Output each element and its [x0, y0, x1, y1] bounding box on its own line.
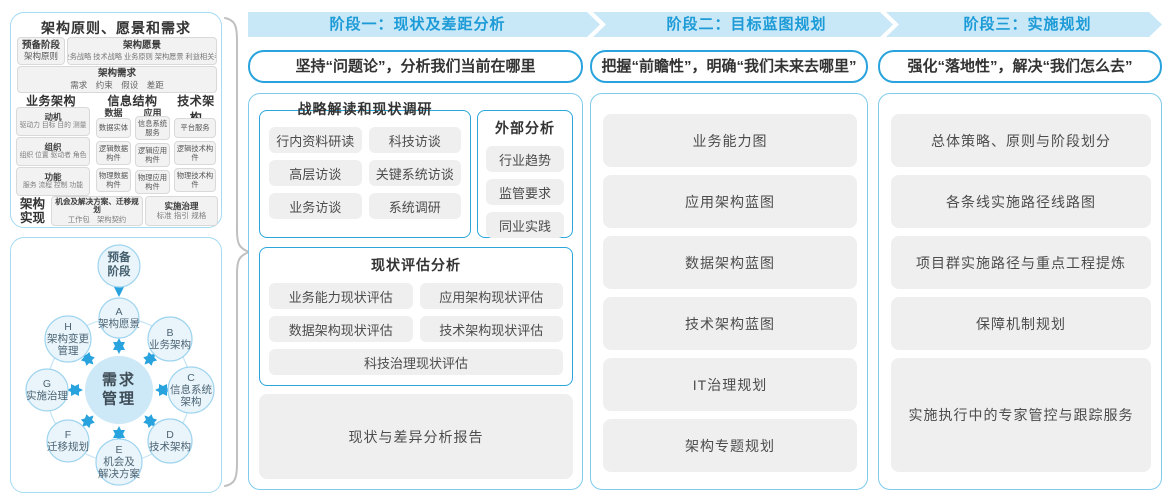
node-G-circle — [25, 368, 69, 412]
node-D-circle — [147, 418, 193, 464]
function-box: 功能 服务 流程 控制 功能 — [16, 167, 90, 196]
motivation-box: 动机 驱动力 目标 目的 测量 — [16, 107, 90, 136]
phase2-item: 应用架构蓝图 — [603, 175, 857, 228]
adm-cycle-graphic — [25, 244, 215, 486]
information-structure-header: 信息结构 — [107, 94, 158, 108]
vision-title: 架构愿景 — [122, 40, 161, 52]
adm-cycle-panel: 预备 阶段 需求 管理 A 架构愿景 B 业务架构 C 信息系统 架构 D 技术… — [10, 237, 222, 493]
assessment-item: 技术架构现状评估 — [419, 316, 563, 342]
phase3-item: 项目群实施路径与重点工程提炼 — [891, 236, 1151, 289]
prep-phase-line1: 预备阶段 — [21, 39, 60, 51]
function-detail: 服务 流程 控制 功能 — [22, 182, 84, 190]
application-subheader: 应用 — [143, 108, 162, 118]
assessment-title: 现状评估分析 — [371, 257, 461, 273]
assessment-item: 科技治理现状评估 — [269, 349, 563, 375]
phase3-column: 总体策略、原则与阶段划分 各条线实施路径线路图 项目群实施路径与重点工程提炼 保… — [878, 93, 1162, 490]
logical-data-cell: 逻辑数据构件 — [96, 141, 131, 165]
phase2-item: IT治理规划 — [603, 358, 857, 411]
phase2-item: 数据架构蓝图 — [603, 236, 857, 289]
arrow-center-B — [143, 351, 158, 366]
vision-detail: 业务战略 技术战略 业务原则 架构愿景 利益相关者 — [67, 52, 217, 62]
phase3-item: 实施执行中的专家管控与跟踪服务 — [891, 358, 1151, 472]
logical-app-cell: 逻辑应用构件 — [135, 143, 170, 167]
external-item: 监管要求 — [486, 179, 564, 205]
phase1-band: 阶段一：现状及差距分析 — [248, 12, 600, 37]
governance-detail: 标准 指引 规格 — [156, 211, 207, 221]
node-E-circle — [95, 438, 143, 486]
research-item: 业务访谈 — [269, 193, 362, 219]
arrow-center-H — [80, 351, 95, 366]
prep-phase-circle — [97, 244, 141, 288]
research-item: 行内资料研读 — [269, 127, 362, 153]
requirements-detail: 需求 约束 假设 差距 — [70, 79, 164, 90]
research-item: 关键系统访谈 — [368, 160, 461, 186]
external-analysis-group: 外部分析 行业趋势 监管要求 同业实践 — [477, 110, 573, 238]
motivation-detail: 驱动力 目标 目的 测量 — [19, 122, 87, 130]
architecture-content-framework-panel: 架构原则、愿景和需求 预备阶段 架构原则 架构愿景 业务战略 技术战略 业务原则… — [10, 12, 222, 228]
research-item: 高层访谈 — [269, 160, 362, 186]
research-item: 科技访谈 — [368, 127, 461, 153]
phase2-item: 技术架构蓝图 — [603, 297, 857, 350]
governance-title: 实施治理 — [164, 201, 199, 212]
phase2-subtitle: 把握“前瞻性”，明确“我们未来去哪里” — [590, 50, 868, 83]
prep-phase-box: 预备阶段 架构原则 — [17, 37, 65, 65]
assessment-item: 数据架构现状评估 — [269, 316, 413, 342]
phase2-item: 架构专题规划 — [603, 419, 857, 472]
architecture-vision-box: 架构愿景 业务战略 技术战略 业务原则 架构愿景 利益相关者 — [67, 37, 217, 65]
arrow-center-D — [143, 414, 158, 429]
function-title: 功能 — [44, 172, 62, 183]
opportunity-detail: 工作包 架构契约 — [67, 215, 127, 225]
logical-tech-cell: 逻辑技术构件 — [174, 141, 216, 165]
physical-data-cell: 物理数据构件 — [96, 168, 131, 192]
opportunity-title: 机会及解决方案、迁移规划 — [55, 196, 139, 215]
phase3-band: 阶段三：实施规划 — [886, 12, 1162, 37]
prep-phase-line2: 架构原则 — [23, 51, 58, 62]
requirements-title: 架构需求 — [97, 68, 136, 80]
node-A-circle — [98, 297, 140, 339]
panel-title: 架构原则、愿景和需求 — [41, 20, 191, 36]
node-H-circle — [44, 315, 92, 363]
external-analysis-title: 外部分析 — [495, 120, 555, 136]
platform-service-cell: 平台服务 — [174, 118, 216, 138]
organization-title: 组织 — [44, 142, 62, 153]
strategy-research-group: 战略解读和现状调研 行内资料研读 科技访谈 高层访谈 关键系统访谈 业务访谈 系… — [259, 101, 471, 238]
data-subheader: 数据 — [104, 108, 123, 118]
phase3-subtitle: 强化“落地性”，解决“我们怎么去” — [878, 50, 1162, 83]
external-item: 同业实践 — [486, 212, 564, 238]
phase1-subtitle: 坚持“问题论”，分析我们当前在哪里 — [248, 50, 583, 83]
organization-box: 组织 组织 位置 驱动者 角色 — [16, 137, 90, 166]
gap-analysis-report-box: 现状与差异分析报告 — [259, 394, 573, 479]
node-B-circle — [147, 316, 193, 362]
architecture-realization-label: 架构实现 — [19, 197, 45, 225]
info-system-service-cell: 信息系统服务 — [135, 116, 170, 140]
external-item: 行业趋势 — [486, 146, 564, 172]
arrow-center-F — [80, 414, 95, 429]
research-item: 系统调研 — [368, 193, 461, 219]
requirements-management-circle — [85, 356, 153, 424]
phase2-item: 业务能力图 — [603, 114, 857, 167]
phase1-column: 战略解读和现状调研 行内资料研读 科技访谈 高层访谈 关键系统访谈 业务访谈 系… — [248, 93, 583, 490]
architecture-requirements-box: 架构需求 需求 约束 假设 差距 — [17, 66, 217, 93]
data-entity-cell: 数据实体 — [96, 118, 131, 138]
opportunity-migration-box: 机会及解决方案、迁移规划 工作包 架构契约 — [51, 196, 143, 226]
phase2-band: 阶段二：目标蓝图规划 — [593, 12, 893, 37]
phase3-item: 总体策略、原则与阶段划分 — [891, 114, 1151, 167]
strategy-research-title-text: 战略解读和现状调研 — [297, 101, 433, 117]
node-C-circle — [167, 366, 215, 414]
implementation-governance-box: 实施治理 标准 指引 规格 — [145, 196, 218, 226]
phase2-column: 业务能力图 应用架构蓝图 数据架构蓝图 技术架构蓝图 IT治理规划 架构专题规划 — [590, 93, 868, 490]
physical-tech-cell: 物理技术构件 — [174, 168, 216, 192]
physical-app-cell: 物理应用构件 — [135, 170, 170, 194]
business-architecture-header: 业务架构 — [25, 94, 76, 108]
motivation-title: 动机 — [44, 112, 62, 123]
phase3-item: 保障机制规划 — [891, 297, 1151, 350]
assessment-item: 应用架构现状评估 — [419, 283, 563, 309]
assessment-item: 业务能力现状评估 — [269, 283, 413, 309]
phase3-item: 各条线实施路径线路图 — [891, 175, 1151, 228]
current-state-assessment-group: 现状评估分析 业务能力现状评估 应用架构现状评估 数据架构现状评估 技术架构现状… — [259, 247, 573, 386]
organization-detail: 组织 位置 驱动者 角色 — [19, 152, 87, 160]
node-F-circle — [46, 419, 90, 463]
